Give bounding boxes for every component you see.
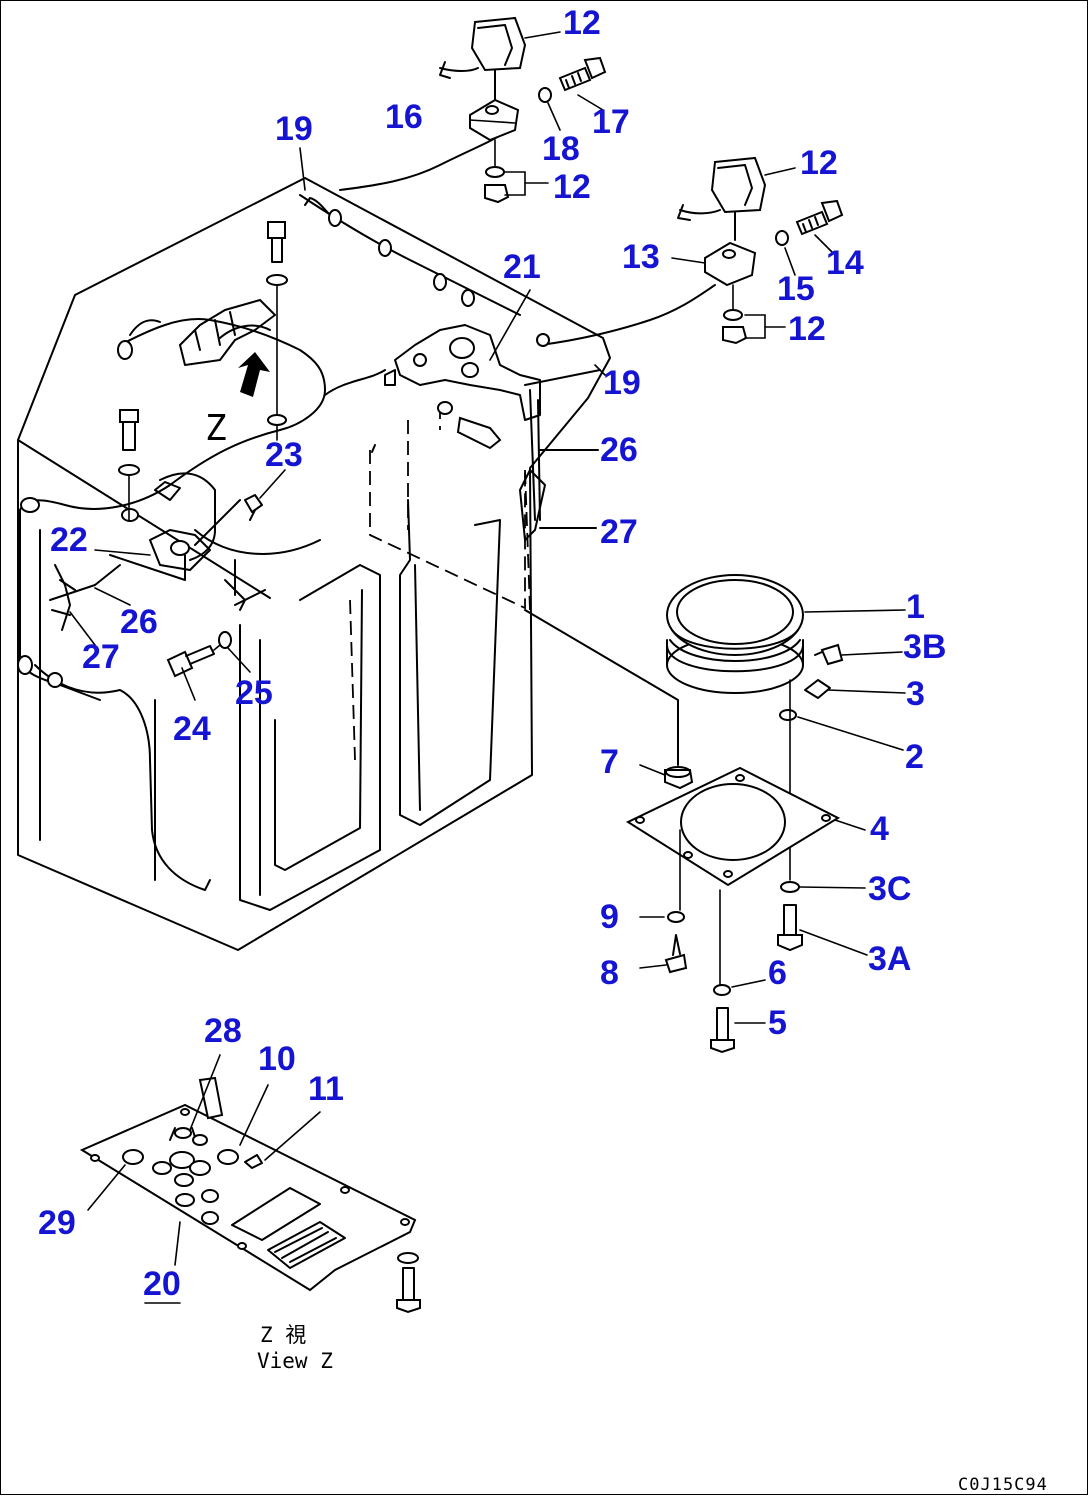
callout-16: 16 [385, 98, 423, 136]
callout-20: 20 [143, 1265, 181, 1303]
callout-29: 29 [38, 1204, 76, 1242]
callout-labels: 12 16 17 18 12 19 21 12 13 14 15 12 19 2… [38, 4, 946, 1303]
leader-lines [69, 31, 906, 1266]
floor-plate-view-z [79, 1076, 421, 1314]
callout-17: 17 [592, 103, 630, 141]
callout-12: 12 [800, 144, 838, 182]
upper-left-bracket: Z [179, 299, 276, 449]
work-lamp-right [677, 156, 844, 345]
work-lamp-top [439, 16, 607, 204]
bolt-upper [266, 221, 288, 441]
callout-4: 4 [870, 810, 889, 848]
bracket-22-23 [49, 494, 263, 631]
callout-14: 14 [826, 244, 864, 282]
callout-9: 9 [600, 898, 619, 936]
callout-13: 13 [622, 238, 660, 276]
callout-3b: 3B [903, 628, 946, 666]
bolt-24 [166, 631, 232, 678]
bracket-21 [384, 324, 541, 450]
right-harness [519, 389, 599, 541]
left-wiring-harness [17, 318, 386, 701]
callout-8: 8 [600, 954, 619, 992]
callout-3a: 3A [868, 940, 911, 978]
callout-28: 28 [204, 1012, 242, 1050]
callout-22: 22 [50, 521, 88, 559]
seat-suspension [666, 574, 844, 881]
callout-7: 7 [600, 743, 619, 781]
callout-10: 10 [258, 1040, 296, 1078]
view-caption-jp: Z 視 [260, 1323, 306, 1347]
view-caption: View Z [257, 1349, 333, 1373]
callout-26: 26 [120, 603, 158, 641]
cab-body [17, 177, 679, 951]
callout-3: 3 [906, 675, 925, 713]
callout-19: 19 [275, 110, 313, 148]
callout-15: 15 [777, 270, 815, 308]
callout-24: 24 [173, 710, 211, 748]
callout-19: 19 [603, 364, 641, 402]
callout-25: 25 [235, 674, 273, 712]
callout-2: 2 [905, 738, 924, 776]
callout-21: 21 [503, 248, 541, 286]
bolt-left [118, 409, 140, 521]
top-wiring-harness [299, 131, 716, 386]
callout-23: 23 [265, 436, 303, 474]
callout-12: 12 [553, 168, 591, 206]
callout-1: 1 [906, 588, 925, 626]
callout-18: 18 [542, 130, 580, 168]
callout-6: 6 [768, 954, 787, 992]
callout-27: 27 [82, 638, 120, 676]
z-marker: Z [205, 408, 227, 449]
callout-12: 12 [563, 4, 601, 42]
callout-27: 27 [600, 513, 638, 551]
drawing-code: C0J15C94 [958, 1475, 1048, 1495]
mount-plate-4 [625, 766, 841, 1054]
callout-12: 12 [788, 310, 826, 348]
callout-5: 5 [768, 1004, 787, 1042]
callout-3c: 3C [868, 870, 911, 908]
callout-11: 11 [308, 1070, 344, 1108]
callout-26: 26 [600, 431, 638, 469]
